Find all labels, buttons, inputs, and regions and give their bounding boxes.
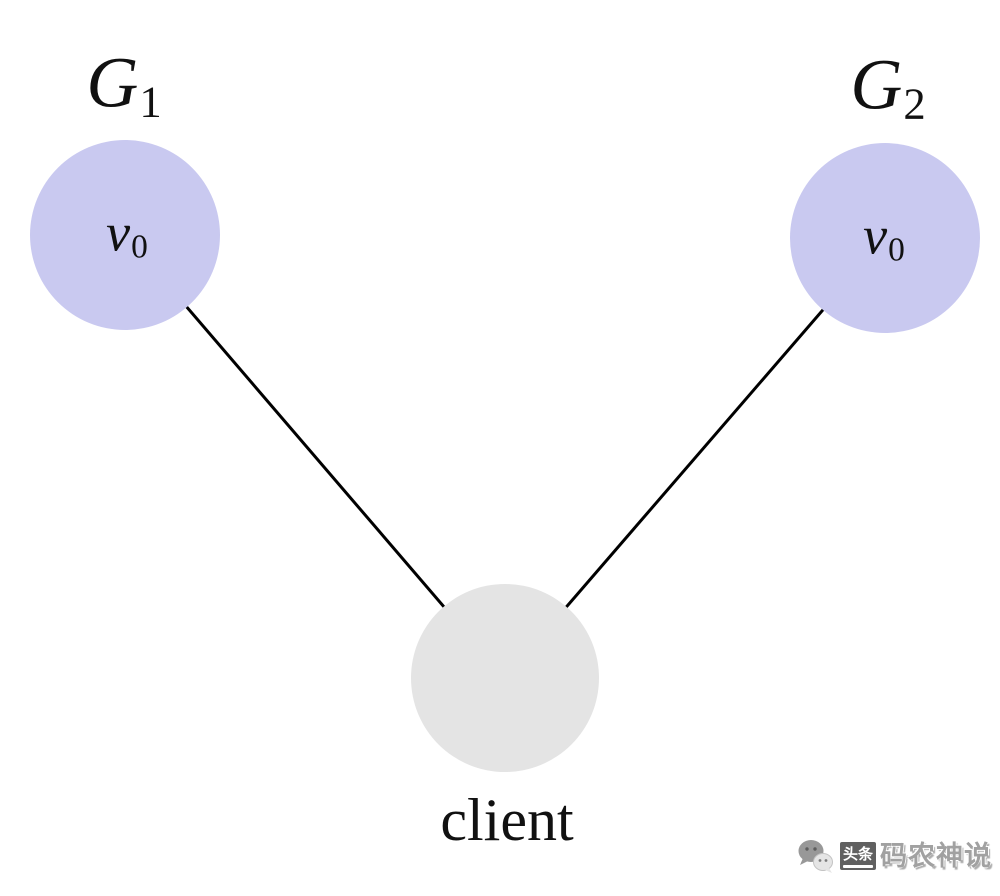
node-circle-client [411,584,599,772]
edge-g2-client [503,237,887,679]
client-label: client [440,787,574,853]
watermark-badge-text: 头条 [842,846,873,863]
group-title-g2-main: G [850,44,903,125]
watermark: 头条 码农神说 [796,838,992,874]
node-circle-g1 [30,140,220,330]
node-label-g2-v0: v0 [863,209,905,268]
watermark-badge: 头条 [839,842,876,870]
group-title-g1: G1 [86,46,161,123]
node-label-g1-sub: 0 [131,228,148,266]
watermark-name: 码农神说 [880,840,992,871]
chat-bubbles-icon [796,838,836,874]
node-circle-g2 [790,143,980,333]
group-title-g1-main: G [86,42,139,123]
group-title-g2-sub: 2 [903,78,926,129]
group-title-g2: G2 [850,48,925,125]
node-label-g2-main: v [863,205,888,266]
node-label-g1-main: v [106,202,131,263]
watermark-badge-underline [842,865,873,868]
node-label-g1-v0: v0 [106,206,148,265]
group-title-g1-sub: 1 [139,76,162,127]
node-label-g2-sub: 0 [888,231,905,269]
edge-g1-client [123,234,507,679]
